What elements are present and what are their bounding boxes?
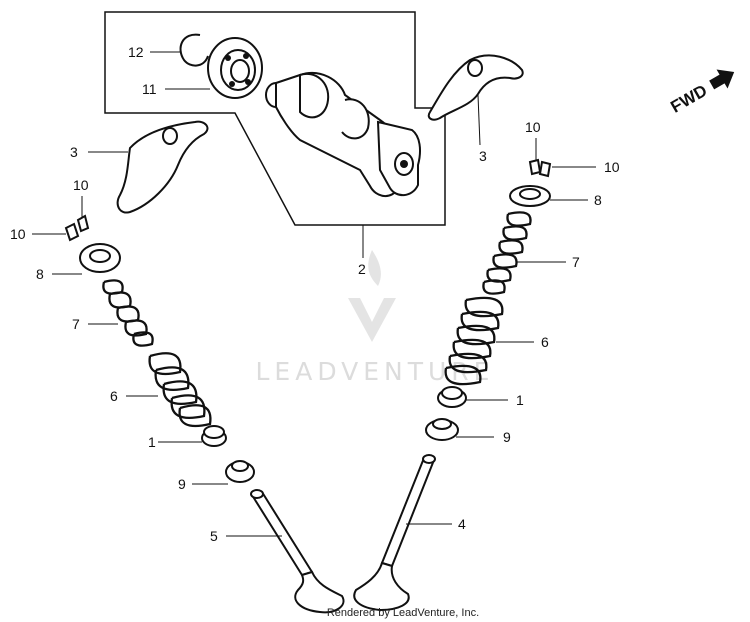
callout-3-right: 3 — [479, 148, 487, 164]
exhaust-valve — [250, 489, 345, 614]
callout-6-left: 6 — [110, 388, 118, 404]
forward-arrow-icon — [709, 69, 735, 90]
callout-10-left-top: 10 — [73, 177, 89, 193]
spring-retainer-right — [509, 185, 551, 207]
callout-9-left: 9 — [178, 476, 186, 492]
callout-7-left: 7 — [72, 316, 80, 332]
rocker-arm-right — [427, 54, 524, 146]
render-credit: Rendered by LeadVenture, Inc. — [327, 607, 479, 619]
callout-1-left: 1 — [148, 434, 156, 450]
spring-seat-right — [425, 418, 459, 441]
outer-spring-right — [444, 296, 504, 386]
forward-direction-indicator: FWD — [667, 69, 735, 117]
callout-10-left: 10 — [10, 226, 26, 242]
callout-5: 5 — [210, 528, 218, 544]
camshaft-bearing — [207, 37, 263, 99]
callout-4: 4 — [458, 516, 466, 532]
valve-keepers-right — [528, 158, 552, 178]
outer-spring-left — [148, 352, 212, 428]
valve-stem-seal-right — [437, 386, 467, 408]
spring-retainer-left — [79, 243, 121, 273]
leadventure-watermark-logo — [348, 250, 396, 342]
rocker-arm-left — [88, 120, 209, 214]
callout-11: 11 — [142, 81, 157, 97]
inner-spring-right — [482, 211, 532, 295]
callout-10-right: 10 — [604, 159, 620, 175]
valve-keepers-left — [64, 214, 90, 242]
callout-2: 2 — [358, 261, 366, 277]
callout-7-right: 7 — [572, 254, 580, 270]
fwd-label: FWD — [667, 81, 710, 117]
callout-1-right: 1 — [516, 392, 524, 408]
intake-valve — [353, 454, 436, 612]
circlip — [179, 33, 209, 67]
camshaft — [265, 72, 421, 197]
camshaft-assembly-outline — [104, 11, 446, 226]
valve-stem-seal-left — [201, 425, 227, 447]
spring-seat-left — [225, 460, 255, 483]
inner-spring-left — [102, 279, 154, 347]
callout-6-right: 6 — [541, 334, 549, 350]
callout-9-right: 9 — [503, 429, 511, 445]
callout-10-right-top: 10 — [525, 119, 541, 135]
callout-8-left: 8 — [36, 266, 44, 282]
callout-12: 12 — [128, 44, 144, 60]
callout-8-right: 8 — [594, 192, 602, 208]
callout-3-left: 3 — [70, 144, 78, 160]
